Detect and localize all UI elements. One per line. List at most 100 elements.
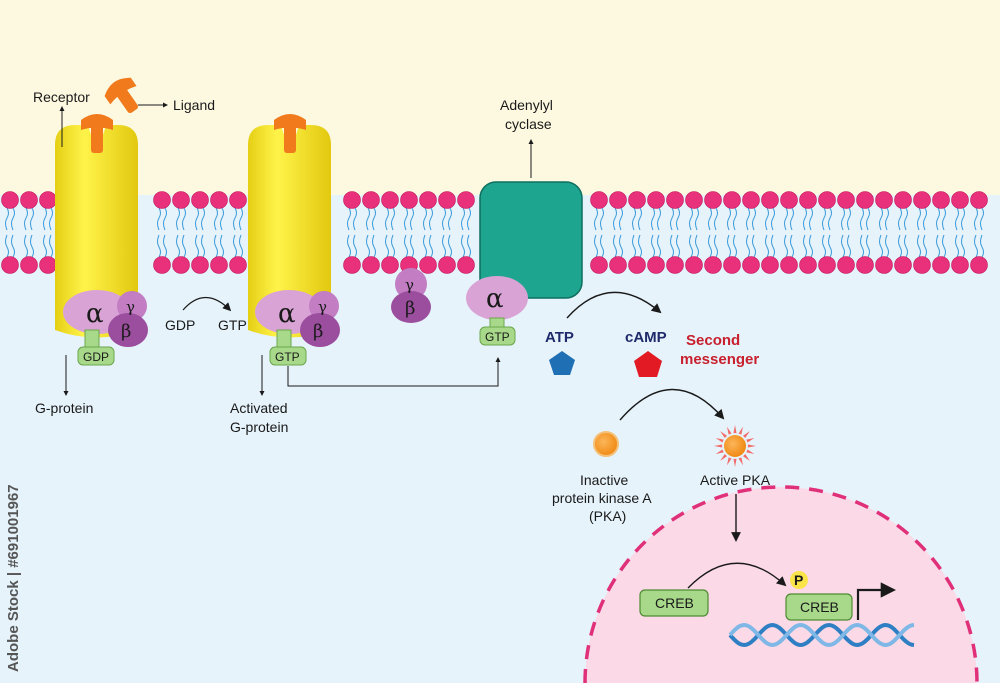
lipid-tail [955, 234, 959, 258]
lipid-tail [708, 234, 712, 258]
lipid-tail [613, 234, 617, 258]
lipid-tail [765, 207, 769, 231]
lipid-tail [43, 234, 47, 258]
lipid-tail [448, 234, 452, 258]
lipid-tail [676, 234, 680, 258]
pka-spike [747, 444, 756, 448]
lipid-tail [461, 234, 465, 258]
lipid-tail [24, 234, 28, 258]
lipid-tail [182, 207, 186, 231]
phospholipid-head [172, 256, 190, 274]
creb-inactive-label: CREB [655, 595, 694, 611]
phospholipid-head [609, 191, 627, 209]
phospholipid-head [780, 191, 798, 209]
pka-spike [720, 431, 727, 438]
lipid-tail [176, 234, 180, 258]
lipid-tail [866, 234, 870, 258]
phospholipid-head [666, 256, 684, 274]
lipid-tail [30, 207, 34, 231]
gtp-exchange-label: GTP [218, 317, 247, 333]
pka-spike [726, 457, 732, 466]
lipid-tail [442, 234, 446, 258]
phospholipid-head [742, 256, 760, 274]
pka-spike [738, 457, 744, 466]
alpha-subunit-label-1: α [86, 299, 104, 329]
creb-active [785, 593, 853, 621]
phospholipid-head [761, 191, 779, 209]
phospholipid-head [438, 191, 456, 209]
adenylyl-cyclase [479, 181, 583, 299]
phospholipid-head [381, 256, 399, 274]
lipid-tail [771, 207, 775, 231]
pka-spike [743, 431, 750, 438]
phospholipid-head [210, 191, 228, 209]
lipid-tail [429, 207, 433, 231]
lipid-tail [746, 234, 750, 258]
lipid-tail [638, 207, 642, 231]
pka-spike [733, 458, 737, 467]
pka-spike [714, 444, 723, 448]
ligand-bound-2 [274, 114, 306, 153]
lipid-tail [239, 207, 243, 231]
lipid-tail [5, 234, 9, 258]
phospholipid-head [970, 191, 988, 209]
phospholipid-head [685, 191, 703, 209]
inactive-pka-label-line2: protein kinase A [552, 490, 652, 506]
phospholipid-head [229, 191, 247, 209]
lipid-tail [157, 207, 161, 231]
lipid-tail [733, 207, 737, 231]
creb-active-label: CREB [800, 599, 839, 615]
lipid-tail [600, 234, 604, 258]
lipid-tail [961, 207, 965, 231]
lipid-tail [163, 207, 167, 231]
phospholipid-head [381, 191, 399, 209]
active-pka [714, 425, 756, 467]
lipid-tail [936, 234, 940, 258]
lipid-tail [366, 207, 370, 231]
lipid-tail [904, 234, 908, 258]
phospholipid-head [191, 191, 209, 209]
phospholipid-head [932, 256, 950, 274]
lipid-tail [233, 207, 237, 231]
pka-spike [743, 454, 750, 461]
lipid-tail [917, 207, 921, 231]
lipid-tail [822, 234, 826, 258]
phospholipid-head [191, 256, 209, 274]
phospholipid-head [590, 256, 608, 274]
active-pka-label: Active PKA [700, 472, 771, 488]
phospholipid-head [837, 191, 855, 209]
pka-spike [720, 454, 727, 461]
phospholipid-head [628, 191, 646, 209]
lipid-tail [201, 207, 205, 231]
lipid-tail [429, 234, 433, 258]
phospholipid-head [951, 191, 969, 209]
camp-label: cAMP [625, 329, 667, 346]
gdp-exchange-label: GDP [165, 317, 195, 333]
lipid-tail [5, 207, 9, 231]
lipid-tail [708, 207, 712, 231]
pka-spike [738, 426, 744, 435]
lipid-tail [651, 234, 655, 258]
beta-free-label: β [405, 298, 415, 319]
phospholipid-head [913, 256, 931, 274]
gtp-tag-active: GTP [485, 330, 510, 344]
lipid-tail [790, 207, 794, 231]
lipid-tail [233, 234, 237, 258]
lipid-tail [214, 234, 218, 258]
lipid-tail [385, 234, 389, 258]
lipid-tail [632, 207, 636, 231]
lipid-tail [600, 207, 604, 231]
lipid-tail [885, 207, 889, 231]
inactive-pka-label-line3: (PKA) [589, 508, 626, 524]
pka-spike [715, 449, 724, 455]
lipid-tail [461, 207, 465, 231]
lipid-tail [49, 207, 53, 231]
lipid-tail [157, 234, 161, 258]
lipid-tail [784, 234, 788, 258]
phospholipid-head [951, 256, 969, 274]
lipid-tail [822, 207, 826, 231]
phospholipid-head [20, 256, 38, 274]
lipid-tail [676, 207, 680, 231]
